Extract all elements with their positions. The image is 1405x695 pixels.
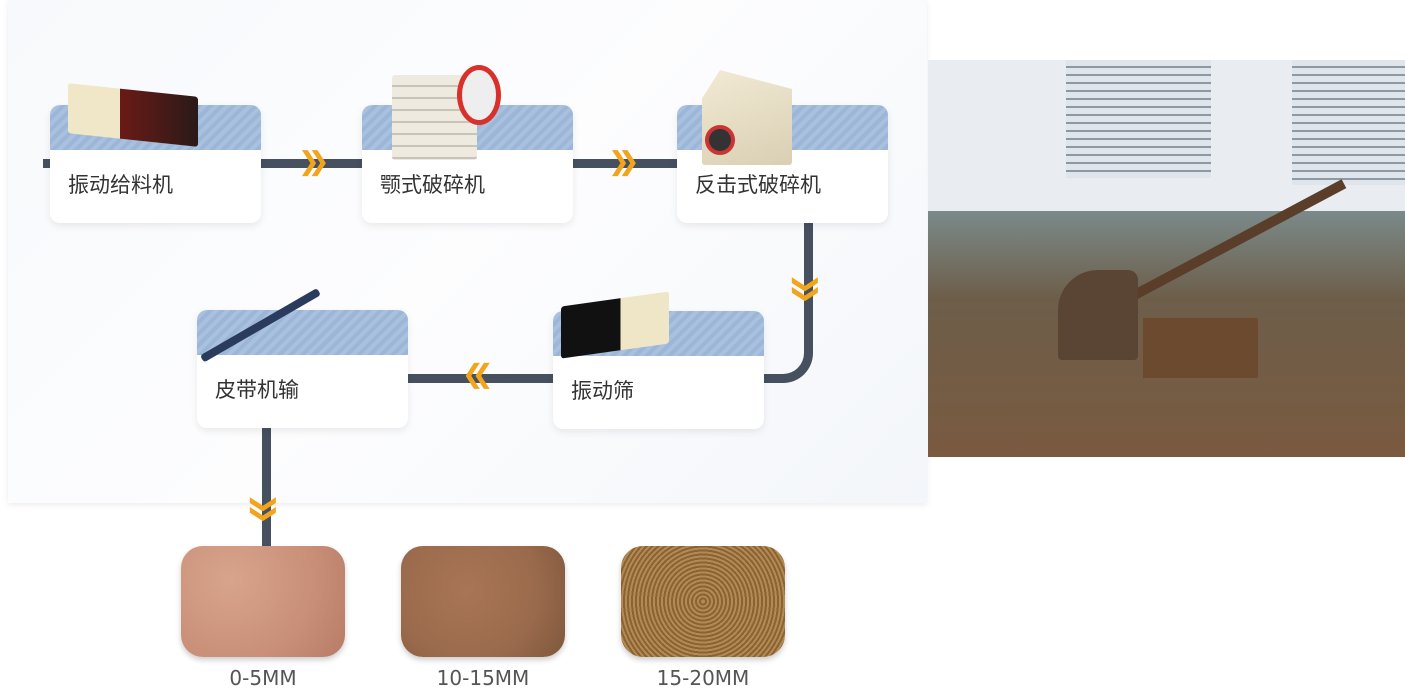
conveyor-structure	[1129, 179, 1347, 301]
arrow-right-icon: ❯❯	[608, 147, 639, 177]
connector-row2	[408, 374, 558, 383]
sample-15-20mm	[621, 546, 785, 657]
step-label: 皮带机输	[215, 378, 299, 402]
step-card-belt-conveyor: 皮带机输	[197, 288, 408, 428]
step-card-impact-crusher: 反击式破碎机	[677, 70, 888, 223]
sample-label: 15-20MM	[656, 666, 750, 690]
sample-0-5mm	[181, 546, 345, 657]
step-label: 振动给料机	[68, 173, 173, 197]
connector-down-output	[262, 428, 271, 546]
building	[1066, 60, 1211, 178]
step-card-vibrating-feeder: 振动给料机	[50, 83, 261, 223]
wheel-icon	[705, 125, 735, 155]
step-label: 振动筛	[571, 379, 634, 403]
arrow-down-icon: ❯❯	[790, 273, 821, 293]
connector-curve	[760, 330, 813, 383]
step-label: 颚式破碎机	[380, 173, 485, 197]
sample-10-15mm	[401, 546, 565, 657]
connector-right-vertical	[804, 222, 813, 352]
arrow-right-icon: ❯❯	[298, 147, 329, 177]
step-card-jaw-crusher: 颚式破碎机	[362, 65, 573, 223]
flywheel-icon	[457, 65, 501, 125]
building	[1292, 60, 1405, 185]
arrow-left-icon: ❯❯	[474, 362, 494, 392]
step-label: 反击式破碎机	[695, 173, 821, 197]
step-card-vibrating-screen: 振动筛	[553, 291, 764, 429]
card-header-band	[197, 310, 408, 355]
sample-label: 10-15MM	[436, 666, 530, 690]
arrow-down-icon: ❯❯	[248, 493, 279, 513]
tank	[1143, 318, 1258, 378]
crushing-site-photo	[928, 60, 1405, 457]
sample-label: 0-5MM	[229, 666, 297, 690]
washer-machine	[1058, 270, 1138, 360]
